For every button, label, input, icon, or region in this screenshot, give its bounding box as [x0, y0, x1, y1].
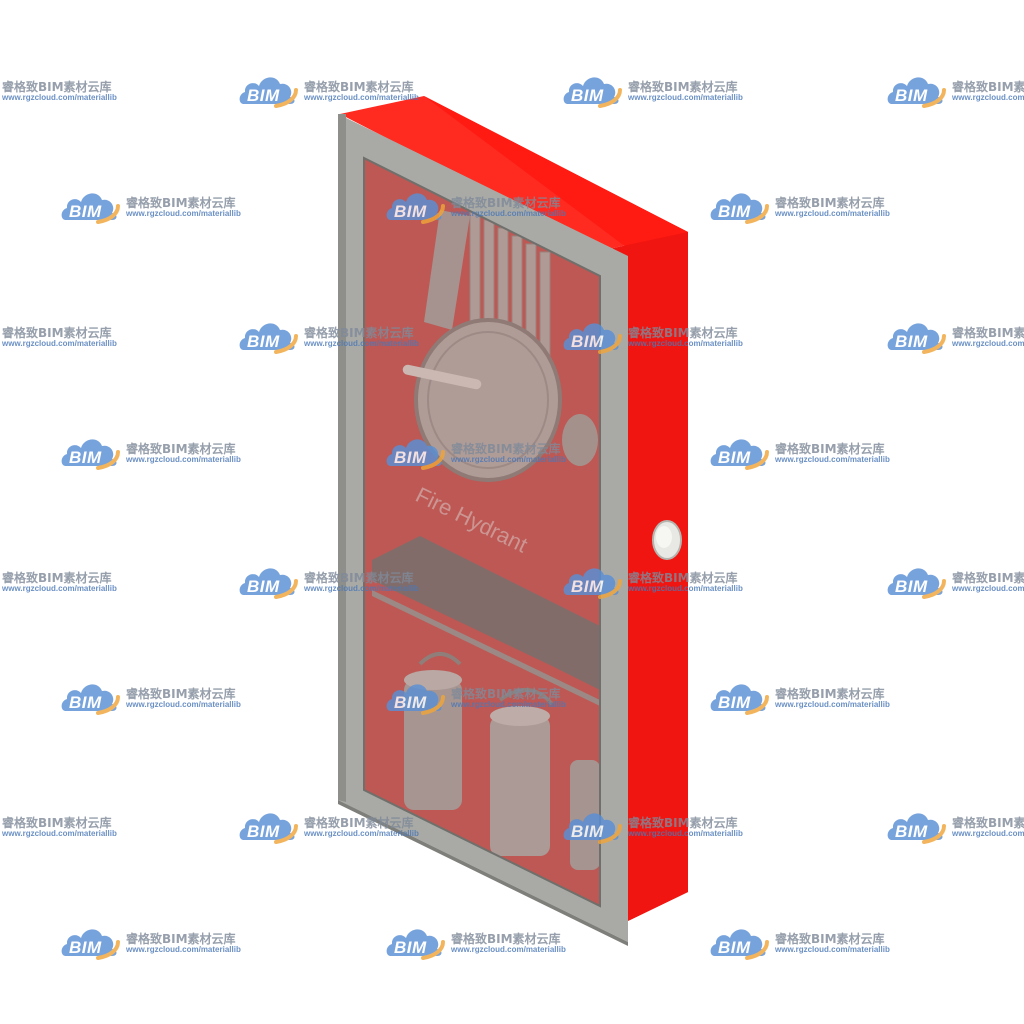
- cabinet-side-shade: [604, 232, 688, 922]
- shelf-rail: [372, 590, 600, 706]
- hose-reel: [414, 318, 562, 482]
- glass-border: [363, 156, 601, 908]
- nozzle-bar: [402, 364, 482, 390]
- door-frame-bottom: [338, 800, 628, 946]
- hose-bracket: [424, 210, 470, 330]
- glass-panel: Fire Hydrant: [364, 158, 600, 906]
- shelf-top: [372, 536, 600, 690]
- extinguishers: [404, 652, 600, 870]
- valve-knob: [562, 414, 598, 466]
- door-frame-edge: [338, 114, 346, 802]
